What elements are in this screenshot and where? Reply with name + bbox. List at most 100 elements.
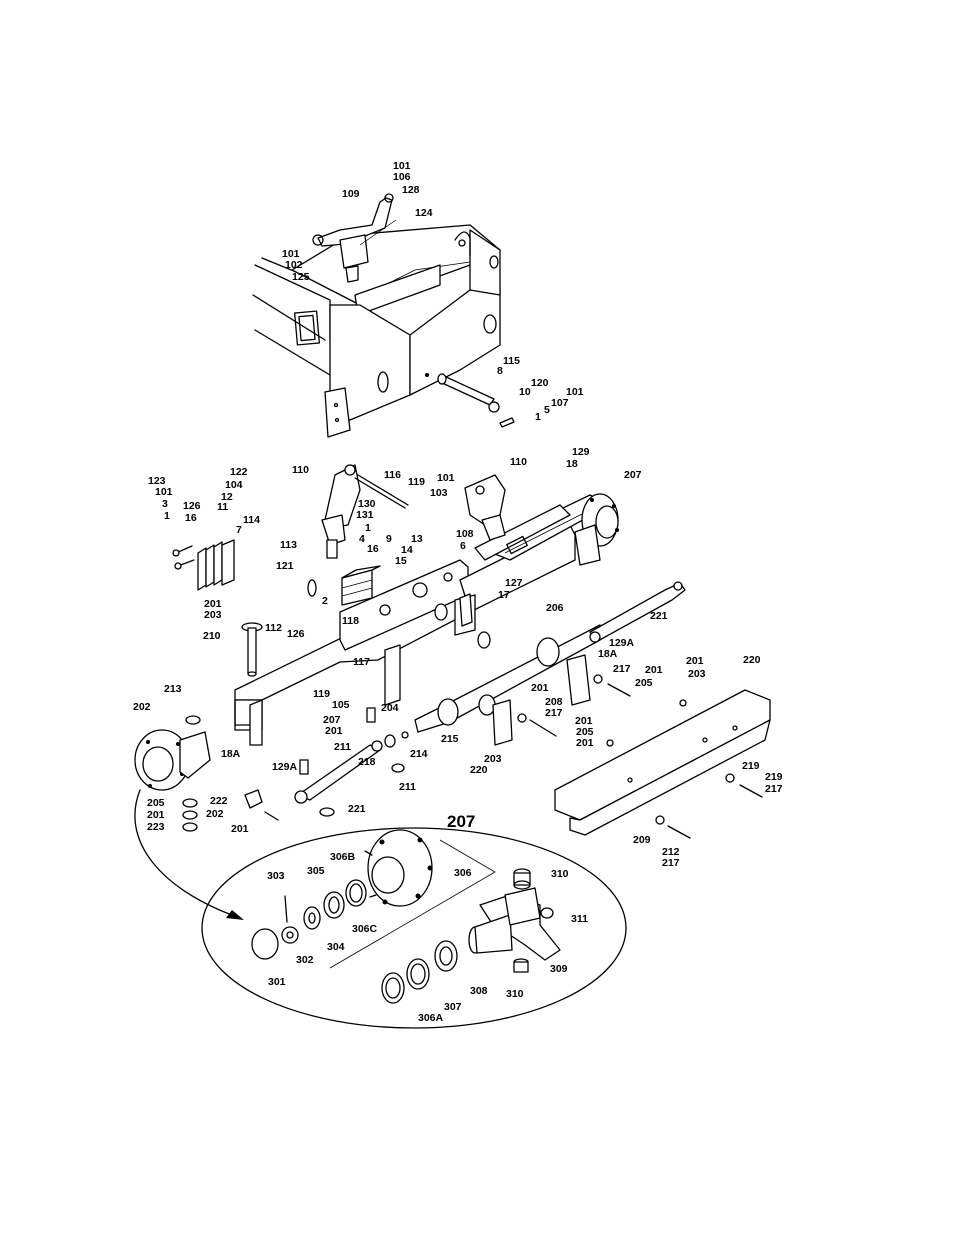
callout-steering-202: 202 <box>133 701 151 713</box>
callout-steering-211: 211 <box>399 781 416 793</box>
callout-detail-304: 304 <box>327 941 345 953</box>
callout-steering-217: 217 <box>545 707 563 719</box>
callout-steering-201: 201 <box>147 809 165 821</box>
callout-steering-11: 11 <box>217 501 228 513</box>
callout-steering-119: 119 <box>313 688 330 700</box>
callout-steering-201: 201 <box>576 737 594 749</box>
callout-steering-16: 16 <box>185 512 197 524</box>
callout-steering-104: 104 <box>225 479 243 491</box>
callout-steering-129: 129 <box>572 446 590 458</box>
callout-steering-220: 220 <box>743 654 761 666</box>
kingpin-210 <box>241 622 263 677</box>
bolts-left <box>172 545 195 570</box>
callout-steering-213: 213 <box>164 683 182 695</box>
callout-steering-203: 203 <box>484 753 502 765</box>
callout-steering-204: 204 <box>381 702 399 714</box>
callout-steering-217: 217 <box>765 783 783 795</box>
callout-steering-9: 9 <box>386 533 392 545</box>
callout-steering-201: 201 <box>204 598 222 610</box>
callout-steering-16: 16 <box>367 543 379 555</box>
callout-frame-101: 101 <box>282 248 300 260</box>
callout-frame-128: 128 <box>402 184 420 196</box>
callout-steering-214: 214 <box>410 748 428 760</box>
callout-steering-203: 203 <box>204 609 222 621</box>
callout-steering-101: 101 <box>155 486 173 498</box>
callout-steering-15: 15 <box>395 555 407 567</box>
axle-assembly <box>134 464 771 920</box>
callout-steering-201: 201 <box>231 823 249 835</box>
callout-steering-219: 219 <box>765 771 783 783</box>
callout-steering-110: 110 <box>292 464 309 476</box>
callout-steering-220: 220 <box>470 764 488 776</box>
callout-detail-310: 310 <box>551 868 569 880</box>
callout-steering-211: 211 <box>334 741 351 753</box>
callout-frame-10: 10 <box>519 386 531 398</box>
callout-steering-203: 203 <box>688 668 706 680</box>
callout-steering-223: 223 <box>147 821 165 833</box>
callout-detail-301: 301 <box>268 976 286 988</box>
callout-steering-110: 110 <box>510 456 527 468</box>
callout-steering-205: 205 <box>576 726 594 738</box>
hub-upper-right <box>574 493 619 566</box>
callout-steering-18A: 18A <box>221 748 241 760</box>
callout-steering-101: 101 <box>437 472 455 484</box>
callout-steering-202: 202 <box>206 808 224 820</box>
callout-detail-306A: 306A <box>418 1012 444 1024</box>
callout-steering-207: 207 <box>323 714 341 726</box>
callout-steering-4: 4 <box>359 533 365 545</box>
callout-steering-215: 215 <box>441 733 459 745</box>
callout-steering-112: 112 <box>265 622 282 634</box>
callout-frame-102: 102 <box>285 259 303 271</box>
cylinder-left <box>321 464 361 559</box>
callout-steering-221: 221 <box>348 803 366 815</box>
callout-frame-8: 8 <box>497 365 503 377</box>
callout-steering-6: 6 <box>460 540 466 552</box>
callout-steering-130: 130 <box>358 498 376 510</box>
callout-steering-7: 7 <box>236 524 242 536</box>
callout-frame-125: 125 <box>292 271 310 283</box>
stabilizer-bar <box>554 689 771 836</box>
callout-steering-205: 205 <box>147 797 165 809</box>
callout-steering-129A: 129A <box>272 761 298 773</box>
callout-steering-201: 201 <box>531 682 549 694</box>
callout-steering-1: 1 <box>164 510 170 522</box>
callout-steering-2: 2 <box>322 595 328 607</box>
callout-detail-303: 303 <box>267 870 285 882</box>
callout-steering-201: 201 <box>325 725 343 737</box>
callout-detail-305: 305 <box>307 865 325 877</box>
callout-detail-307: 307 <box>444 1001 462 1013</box>
callout-frame-124: 124 <box>415 207 433 219</box>
callout-steering-218: 218 <box>358 756 376 768</box>
frame-assembly <box>252 193 515 438</box>
callout-detail-308: 308 <box>470 985 488 997</box>
callout-frame-101: 101 <box>393 160 411 172</box>
callout-steering-122: 122 <box>230 466 248 478</box>
detail-title: 207 <box>447 812 475 831</box>
callout-steering-131: 131 <box>356 509 374 521</box>
callout-detail-311: 311 <box>571 913 588 925</box>
callout-frame-120: 120 <box>531 377 549 389</box>
callout-frame-101: 101 <box>566 386 584 398</box>
callout-steering-114: 114 <box>243 514 260 526</box>
callout-steering-219: 219 <box>742 760 760 772</box>
callout-frame-109: 109 <box>342 188 360 200</box>
callout-steering-103: 103 <box>430 487 448 499</box>
callout-steering-116: 116 <box>384 469 401 481</box>
callout-steering-117: 117 <box>353 656 370 668</box>
callout-steering-221: 221 <box>650 610 668 622</box>
cylinder-right <box>464 474 506 541</box>
callout-steering-126: 126 <box>183 500 201 512</box>
callout-steering-127: 127 <box>505 577 523 589</box>
callout-steering-18A: 18A <box>598 648 618 660</box>
callout-frame-107: 107 <box>551 397 569 409</box>
callout-steering-217: 217 <box>613 663 631 675</box>
callout-steering-210: 210 <box>203 630 221 642</box>
callout-steering-3: 3 <box>162 498 168 510</box>
callout-detail-306C: 306C <box>352 923 378 935</box>
callout-steering-121: 121 <box>276 560 294 572</box>
callout-steering-12: 12 <box>221 491 233 503</box>
callout-frame-1: 1 <box>535 411 541 423</box>
